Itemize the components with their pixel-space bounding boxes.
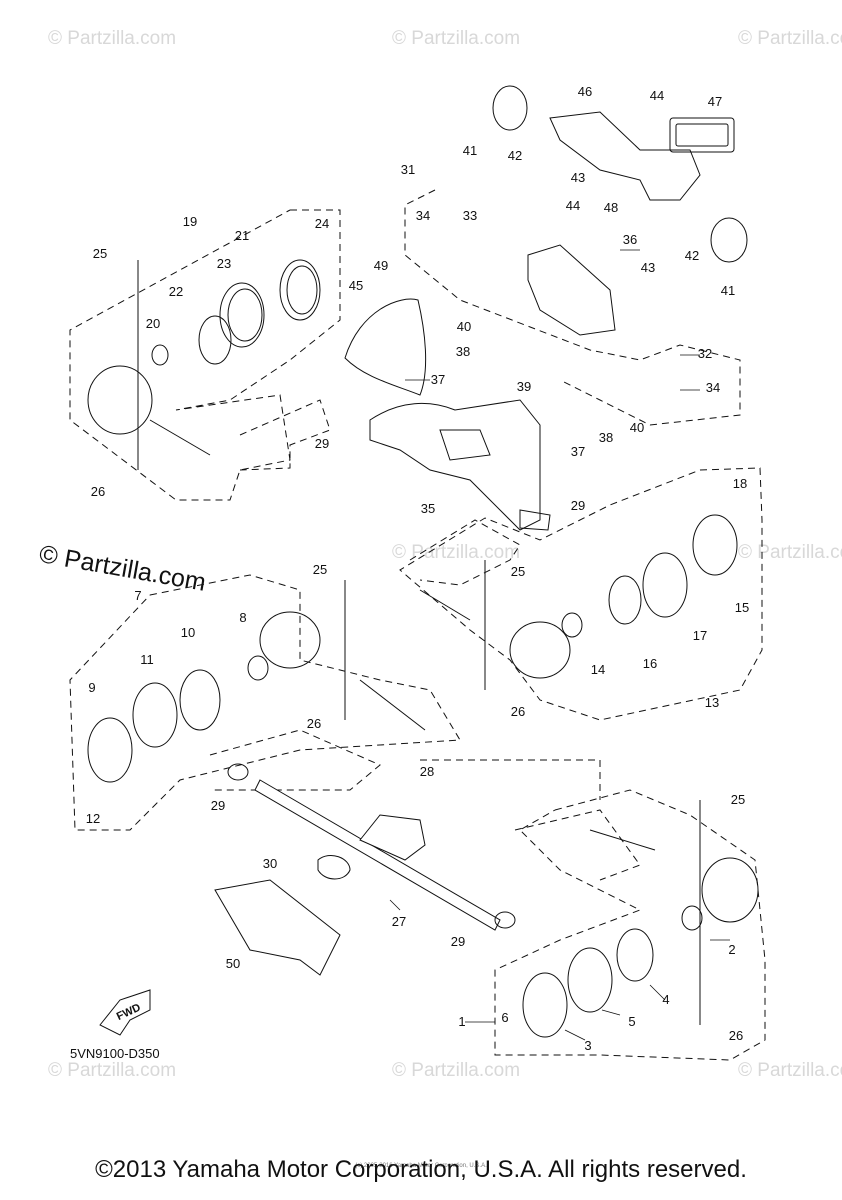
watermark: © Partzilla.com [738,542,842,563]
callout-42: 42 [508,148,522,163]
callout-35: 35 [421,501,435,516]
callout-42: 42 [685,248,699,263]
callout-34: 34 [706,380,720,395]
callout-13: 13 [705,695,719,710]
callout-25: 25 [313,562,327,577]
footer-copyright: ©2013 Yamaha Motor Corporation, U.S.A. A… [95,1156,747,1183]
callout-41: 41 [721,283,735,298]
callout-30: 30 [263,856,277,871]
callout-12: 12 [86,811,100,826]
callout-25: 25 [93,246,107,261]
callout-18: 18 [733,476,747,491]
callout-11: 11 [140,652,154,667]
callout-31: 31 [401,162,415,177]
callout-41: 41 [463,143,477,158]
callout-29: 29 [315,436,329,451]
callout-29: 29 [451,934,465,949]
callout-29: 29 [571,498,585,513]
callout-10: 10 [181,625,195,640]
callout-32: 32 [698,346,712,361]
callout-26: 26 [91,484,105,499]
fwd-arrow-icon [99,989,151,1036]
watermark: © Partzilla.com [48,1060,177,1081]
callout-4: 4 [662,992,669,1007]
callout-33: 33 [463,208,477,223]
callout-46: 46 [578,84,592,99]
callout-25: 25 [731,792,745,807]
callout-1: 1 [458,1014,465,1029]
callout-29: 29 [211,798,225,813]
callout-22: 22 [169,284,183,299]
callout-28: 28 [420,764,434,779]
watermark: © Partzilla.com [48,28,177,49]
callout-16: 16 [643,656,657,671]
callout-3: 3 [584,1038,591,1053]
callout-2: 2 [728,942,735,957]
callout-7: 7 [134,588,141,603]
watermark: © Partzilla.com [392,542,521,563]
callout-45: 45 [349,278,363,293]
callout-23: 23 [217,256,231,271]
callout-21: 21 [235,228,249,243]
watermark: © Partzilla.com [392,28,521,49]
callout-49: 49 [374,258,388,273]
callout-8: 8 [239,610,246,625]
callout-48: 48 [604,200,618,215]
callout-44: 44 [566,198,580,213]
callout-5: 5 [628,1014,635,1029]
callout-40: 40 [457,319,471,334]
callout-47: 47 [708,94,722,109]
callout-group: 1234567891011121314151617181920212223242… [86,84,749,1053]
callout-19: 19 [183,214,197,229]
callout-26: 26 [307,716,321,731]
callout-34: 34 [416,208,430,223]
callout-17: 17 [693,628,707,643]
watermark: © Partzilla.com [738,1060,842,1081]
callout-27: 27 [392,914,406,929]
callout-38: 38 [456,344,470,359]
callout-6: 6 [501,1010,508,1025]
callout-37: 37 [431,372,445,387]
callout-39: 39 [517,379,531,394]
callout-26: 26 [511,704,525,719]
callout-20: 20 [146,316,160,331]
callout-36: 36 [623,232,637,247]
callout-25: 25 [511,564,525,579]
callout-38: 38 [599,430,613,445]
callout-43: 43 [571,170,585,185]
callout-50: 50 [226,956,240,971]
callout-40: 40 [630,420,644,435]
diagram-code: 5VN9100-D350 [70,1046,160,1061]
callout-14: 14 [591,662,605,677]
callout-24: 24 [315,216,329,231]
callout-15: 15 [735,600,749,615]
callout-43: 43 [641,260,655,275]
callout-37: 37 [571,444,585,459]
watermark: © Partzilla.com [392,1060,521,1081]
callout-44: 44 [650,88,664,103]
small-copyright: (c) 2005-2016 Yamaha Motor Corporation, … [355,1163,487,1169]
watermark: © Partzilla.com [738,28,842,49]
callout-26: 26 [729,1028,743,1043]
callout-9: 9 [88,680,95,695]
